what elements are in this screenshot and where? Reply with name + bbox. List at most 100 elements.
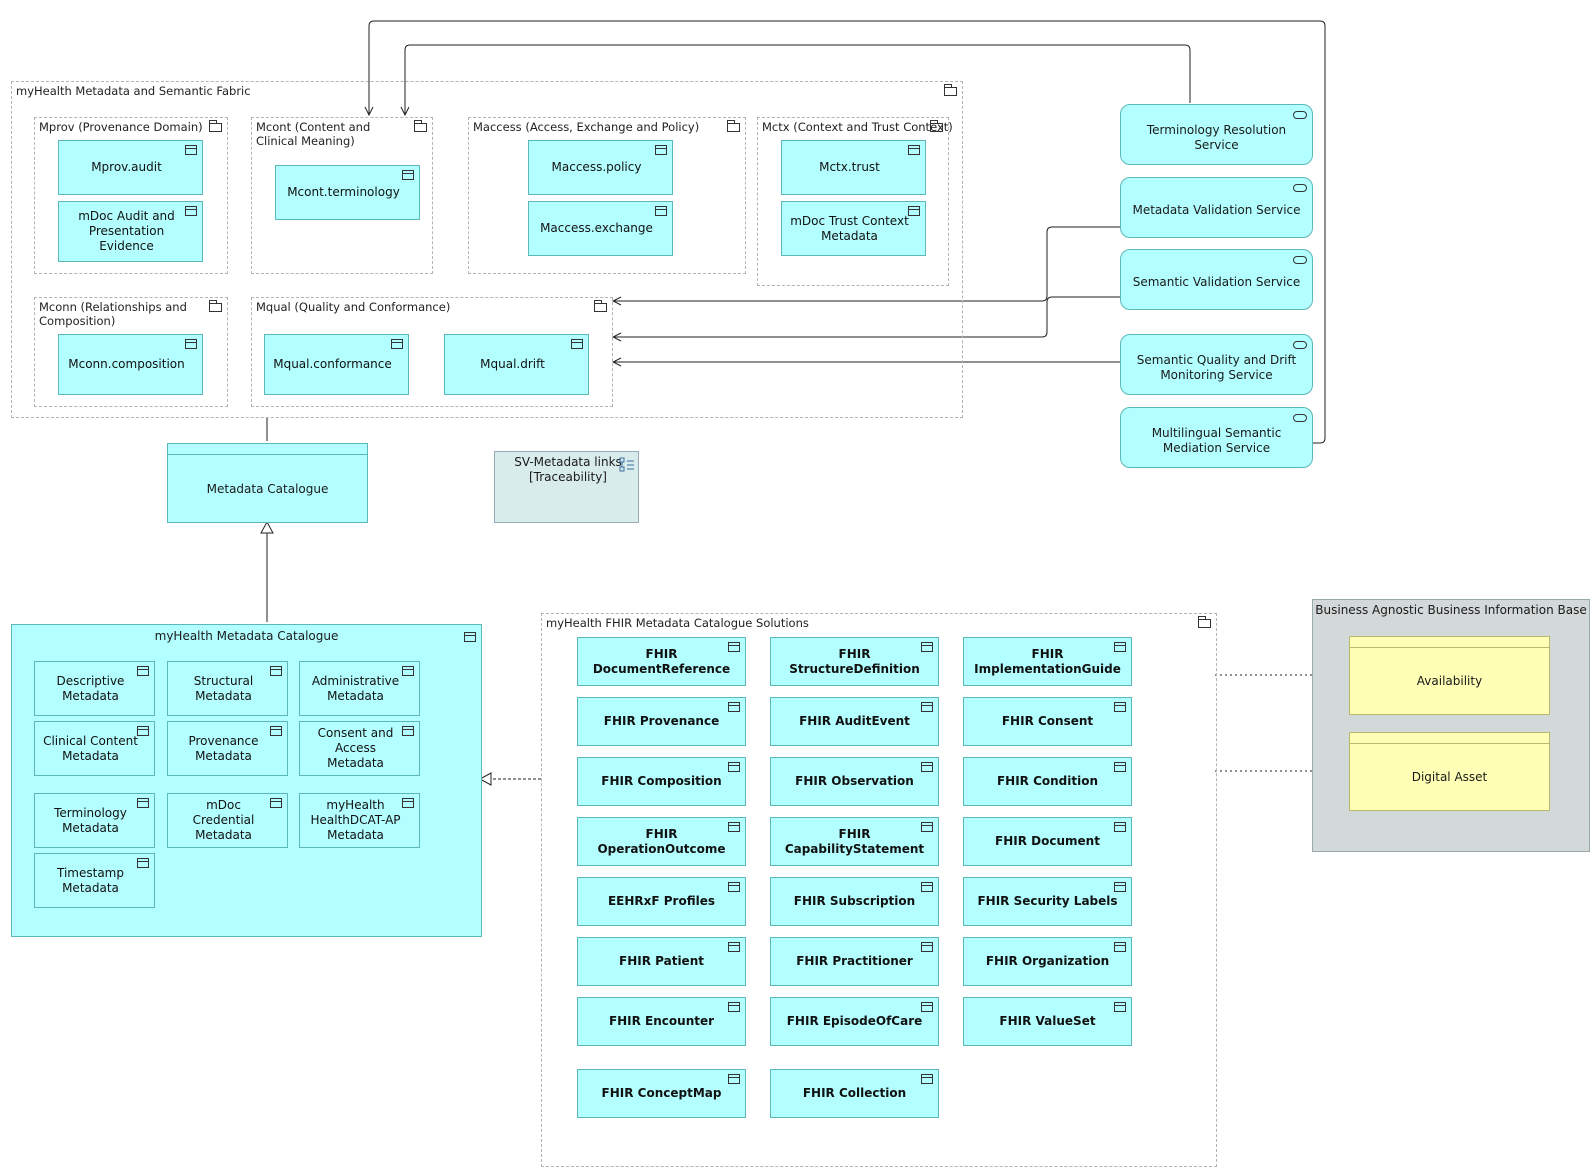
fhir-item[interactable]: FHIR Practitioner <box>770 937 939 986</box>
service-multilingual-mediation[interactable]: Multilingual Semantic Mediation Service <box>1120 407 1313 468</box>
fhir-item[interactable]: FHIR ConceptMap <box>577 1069 746 1118</box>
fhir-item[interactable]: FHIR Document <box>963 817 1132 866</box>
wire-semantic-validation-to-mqual <box>613 296 1120 337</box>
component-icon <box>1114 822 1126 832</box>
component-icon <box>137 726 149 736</box>
folder-icon <box>594 300 607 312</box>
node-mqual-drift[interactable]: Mqual.drift <box>444 334 589 395</box>
component-icon <box>655 206 667 216</box>
component-icon <box>728 702 740 712</box>
catalogue-item-mdoc-credential[interactable]: mDoc Credential Metadata <box>167 793 288 848</box>
fhir-item[interactable]: FHIR CapabilityStatement <box>770 817 939 866</box>
component-icon <box>1114 1002 1126 1012</box>
node-label: Mprov.audit <box>91 160 162 174</box>
service-icon <box>1293 414 1307 422</box>
group-mprov[interactable]: Mprov (Provenance Domain) <box>34 117 228 274</box>
node-label: FHIR Security Labels <box>977 894 1118 908</box>
group-mcont[interactable]: Mcont (Content and Clinical Meaning) <box>251 117 433 274</box>
fhir-item[interactable]: FHIR EpisodeOfCare <box>770 997 939 1046</box>
group-mctx[interactable]: Mctx (Context and Trust Context) <box>757 117 953 286</box>
fhir-item[interactable]: FHIR Subscription <box>770 877 939 926</box>
node-label: Clinical Content Metadata <box>43 733 138 763</box>
fhir-solutions-group[interactable]: myHealth FHIR Metadata Catalogue Solutio… <box>541 613 1217 1167</box>
fhir-item[interactable]: FHIR StructureDefinition <box>770 637 939 686</box>
node-mctx-trust[interactable]: Mctx.trust <box>781 140 926 195</box>
component-icon <box>1114 642 1126 652</box>
fhir-item[interactable]: FHIR ValueSet <box>963 997 1132 1046</box>
wire-terminology-to-mcont <box>405 44 1191 115</box>
metadata-catalogue-object[interactable]: Metadata Catalogue <box>167 443 368 523</box>
wire-multilingual-to-mcont <box>369 20 1326 444</box>
fhir-item[interactable]: FHIR Consent <box>963 697 1132 746</box>
node-mdoc-trust[interactable]: mDoc Trust Context Metadata <box>781 201 926 256</box>
catalogue-item-administrative[interactable]: Administrative Metadata <box>299 661 420 716</box>
catalogue-item-timestamp[interactable]: Timestamp Metadata <box>34 853 155 908</box>
service-terminology-resolution[interactable]: Terminology Resolution Service <box>1120 104 1313 165</box>
service-semantic-drift[interactable]: Semantic Quality and Drift Monitoring Se… <box>1120 334 1313 395</box>
node-label: Descriptive Metadata <box>56 673 125 703</box>
fhir-item[interactable]: FHIR Organization <box>963 937 1132 986</box>
service-semantic-validation[interactable]: Semantic Validation Service <box>1120 249 1313 310</box>
component-icon <box>464 632 476 642</box>
fhir-item[interactable]: FHIR AuditEvent <box>770 697 939 746</box>
catalogue-item-provenance[interactable]: Provenance Metadata <box>167 721 288 776</box>
fhir-item[interactable]: FHIR Security Labels <box>963 877 1132 926</box>
business-object-availability[interactable]: Availability <box>1349 636 1550 715</box>
node-label: Administrative Metadata <box>311 673 400 703</box>
sv-metadata-links-note[interactable]: SV-Metadata links [Traceability] <box>494 451 639 523</box>
service-label: Semantic Validation Service <box>1132 275 1301 289</box>
note-label: SV-Metadata links [Traceability] <box>514 455 622 484</box>
fhir-item[interactable]: FHIR Encounter <box>577 997 746 1046</box>
node-maccess-exchange[interactable]: Maccess.exchange <box>528 201 673 256</box>
component-icon <box>402 170 414 180</box>
service-icon <box>1293 256 1307 264</box>
fhir-item[interactable]: EEHRxF Profiles <box>577 877 746 926</box>
node-label: Maccess.policy <box>551 160 642 174</box>
component-icon <box>270 798 282 808</box>
catalogue-item-consent-access[interactable]: Consent and Access Metadata <box>299 721 420 776</box>
catalogue-item-structural[interactable]: Structural Metadata <box>167 661 288 716</box>
fhir-item[interactable]: FHIR Observation <box>770 757 939 806</box>
node-label: FHIR ConceptMap <box>601 1086 722 1100</box>
catalogue-item-descriptive[interactable]: Descriptive Metadata <box>34 661 155 716</box>
group-maccess[interactable]: Maccess (Access, Exchange and Policy) <box>468 117 746 274</box>
component-icon <box>185 339 197 349</box>
group-mqual[interactable]: Mqual (Quality and Conformance) <box>251 297 613 407</box>
fabric-group[interactable]: myHealth Metadata and Semantic Fabric <box>11 81 963 418</box>
node-label: FHIR Condition <box>996 774 1099 788</box>
fhir-item[interactable]: FHIR Collection <box>770 1069 939 1118</box>
node-label: Mconn.composition <box>68 357 185 371</box>
node-maccess-policy[interactable]: Maccess.policy <box>528 140 673 195</box>
node-mconn-composition[interactable]: Mconn.composition <box>58 334 203 395</box>
component-icon <box>1114 942 1126 952</box>
node-label: FHIR CapabilityStatement <box>784 826 925 856</box>
catalogue-item-clinical-content[interactable]: Clinical Content Metadata <box>34 721 155 776</box>
node-mdoc-audit[interactable]: mDoc Audit and Presentation Evidence <box>58 201 203 262</box>
node-mcont-terminology[interactable]: Mcont.terminology <box>275 165 420 220</box>
node-label: FHIR ImplementationGuide <box>974 646 1121 676</box>
fhir-item[interactable]: FHIR Condition <box>963 757 1132 806</box>
catalogue-item-healthdcat[interactable]: myHealth HealthDCAT-AP Metadata <box>299 793 420 848</box>
fhir-item[interactable]: FHIR ImplementationGuide <box>963 637 1132 686</box>
fhir-item[interactable]: FHIR Patient <box>577 937 746 986</box>
node-label: FHIR OperationOutcome <box>597 826 726 856</box>
group-mprov-label: Mprov (Provenance Domain) <box>39 120 203 134</box>
fhir-item[interactable]: FHIR OperationOutcome <box>577 817 746 866</box>
component-icon <box>137 858 149 868</box>
component-icon <box>137 666 149 676</box>
node-label: FHIR StructureDefinition <box>789 646 920 676</box>
node-mprov-audit[interactable]: Mprov.audit <box>58 140 203 195</box>
group-mconn[interactable]: Mconn (Relationships and Composition) <box>34 297 228 407</box>
component-icon <box>921 702 933 712</box>
fhir-item[interactable]: FHIR DocumentReference <box>577 637 746 686</box>
fhir-item[interactable]: FHIR Composition <box>577 757 746 806</box>
node-label: FHIR Composition <box>601 774 722 788</box>
node-mqual-conformance[interactable]: Mqual.conformance <box>264 334 409 395</box>
catalogue-item-terminology[interactable]: Terminology Metadata <box>34 793 155 848</box>
service-metadata-validation[interactable]: Metadata Validation Service <box>1120 177 1313 238</box>
fhir-item[interactable]: FHIR Provenance <box>577 697 746 746</box>
service-label: Metadata Validation Service <box>1132 203 1301 217</box>
business-object-digital-asset[interactable]: Digital Asset <box>1349 732 1550 811</box>
node-label: mDoc Audit and Presentation Evidence <box>78 209 175 253</box>
component-icon <box>728 762 740 772</box>
